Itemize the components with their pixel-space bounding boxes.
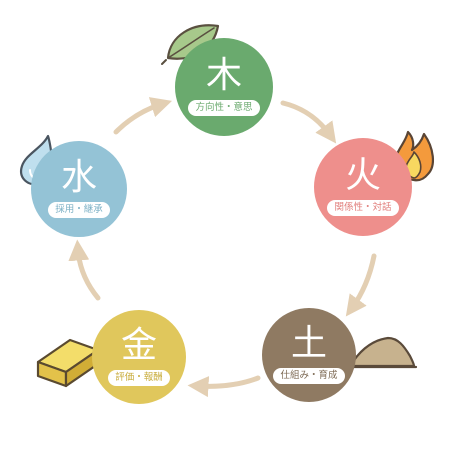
water-label: 採用・継承 bbox=[48, 202, 110, 218]
metal-kanji: 金 bbox=[120, 325, 157, 367]
arrow-water-to-wood bbox=[113, 97, 173, 135]
gold-bar-icon bbox=[36, 338, 100, 388]
fire-kanji: 火 bbox=[344, 155, 381, 197]
earth-element-node: 土 仕組み・育成 bbox=[262, 308, 356, 402]
metal-element-node: 金 評価・報酬 bbox=[92, 310, 186, 404]
wood-element-node: 木 方向性・意思 bbox=[175, 38, 273, 136]
soil-mound-icon bbox=[344, 336, 418, 369]
fire-label: 関係性・対話 bbox=[327, 200, 399, 216]
fire-element-node: 火 関係性・対話 bbox=[314, 138, 412, 236]
arrow-earth-to-metal bbox=[187, 375, 261, 398]
wood-kanji: 木 bbox=[205, 55, 242, 97]
earth-label: 仕組み・育成 bbox=[273, 368, 345, 384]
arrow-metal-to-water bbox=[68, 239, 101, 301]
arrow-fire-to-earth bbox=[345, 253, 377, 317]
arrow-wood-to-fire bbox=[280, 100, 337, 144]
water-element-node: 水 採用・継承 bbox=[31, 141, 127, 237]
water-kanji: 水 bbox=[60, 157, 97, 199]
wood-label: 方向性・意思 bbox=[188, 100, 260, 116]
metal-label: 評価・報酬 bbox=[108, 370, 170, 386]
earth-kanji: 土 bbox=[290, 323, 327, 365]
